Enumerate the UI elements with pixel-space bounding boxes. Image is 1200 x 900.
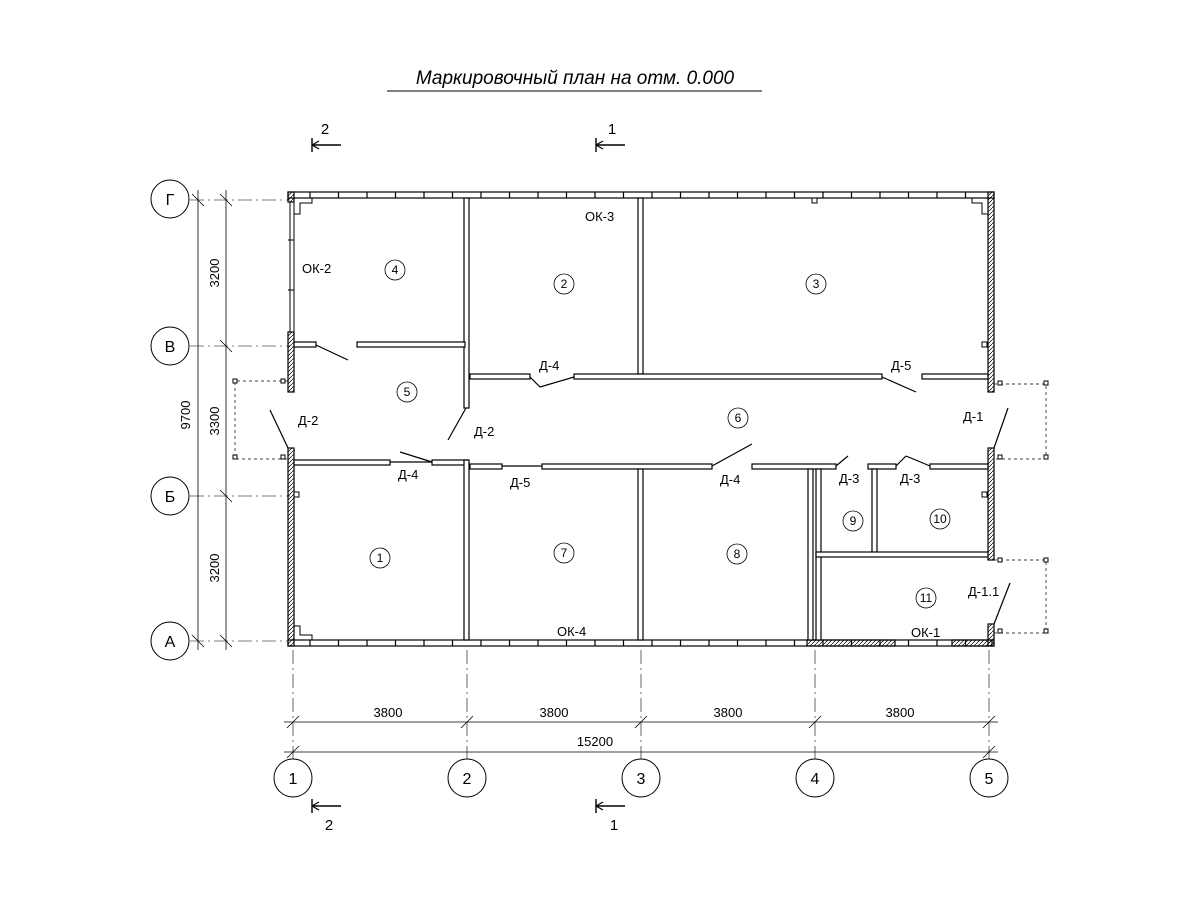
window-label-ok3: ОК-3 [585,209,614,224]
dim-span-y-1: 3200 [207,259,222,288]
room-number-9: 9 [850,514,857,528]
dim-overall-y: 9700 [178,401,193,430]
door-label-d4-right: Д-4 [720,472,740,487]
axis-bubble-1: 1 [273,758,313,798]
svg-text:2: 2 [463,771,472,788]
door-label-d2-left: Д-2 [298,413,318,428]
entrance-stoops [234,380,1047,634]
svg-text:В: В [165,339,176,356]
dim-bay-3: 3800 [714,705,743,720]
door-label-d4-upper: Д-4 [539,358,559,373]
svg-text:2: 2 [321,121,329,138]
dim-bay-4: 3800 [886,705,915,720]
section-mark-1-bottom: 1 [595,799,625,834]
axis-bubble-A: А [150,621,190,661]
svg-text:Г: Г [166,192,175,209]
plan-title: Маркировочный план на отм. 0.000 [416,68,735,89]
section-mark-1-top: 1 [595,121,625,152]
section-mark-2-top: 2 [311,121,341,152]
svg-text:2: 2 [325,817,333,834]
room-number-8: 8 [734,547,741,561]
horizontal-dimension-chain [284,715,998,759]
window-ok2-left [288,202,295,332]
window-label-ok2: ОК-2 [302,261,331,276]
room-number-10: 10 [933,512,947,526]
door-label-d2-center: Д-2 [474,424,494,439]
axis-bubble-4: 4 [795,758,835,798]
axis-bubble-G: Г [150,179,190,219]
window-label-ok4: ОК-4 [557,624,586,639]
svg-text:3: 3 [637,771,646,788]
axis-bubble-V: В [150,326,190,366]
dim-bay-1: 3800 [374,705,403,720]
room-number-5: 5 [404,385,411,399]
svg-text:1: 1 [608,121,616,138]
door-label-d3-room10: Д-3 [900,471,920,486]
svg-text:4: 4 [811,771,820,788]
room-number-4: 4 [392,263,399,277]
axis-bubble-B: Б [150,476,190,516]
window-label-ok1: ОК-1 [911,625,940,640]
room-numbers: 1 2 3 4 5 6 7 8 9 10 11 [377,263,947,605]
room-number-7: 7 [561,546,568,560]
room-number-2: 2 [561,277,568,291]
door-label-d1-1: Д-1.1 [968,584,999,599]
door-label-d5-upper: Д-5 [891,358,911,373]
stoop-posts [232,197,1049,634]
svg-text:Б: Б [165,489,176,506]
grid-lines [190,199,990,760]
room-number-11: 11 [920,591,933,605]
interior-walls [293,197,989,641]
dim-span-y-3: 3200 [207,554,222,583]
door-label-d3-room9: Д-3 [839,471,859,486]
room-markers [369,259,951,609]
dim-span-y-2: 3300 [207,407,222,436]
room-number-3: 3 [813,277,820,291]
dim-overall-x: 15200 [577,734,613,749]
room-number-1: 1 [377,551,384,565]
svg-text:1: 1 [610,817,618,834]
svg-text:А: А [165,634,176,651]
axis-bubble-3: 3 [621,758,661,798]
axis-bubble-5: 5 [969,758,1009,798]
vertical-dimension-chain [191,190,233,650]
section-mark-2-bottom: 2 [311,799,341,834]
wall-ticks [309,192,967,646]
svg-text:5: 5 [985,771,994,788]
door-swings [269,344,1011,625]
svg-text:1: 1 [289,771,298,788]
dim-bay-2: 3800 [540,705,569,720]
axis-bubble-2: 2 [447,758,487,798]
door-label-d1: Д-1 [963,409,983,424]
corner-details [294,197,988,641]
door-label-d4-left: Д-4 [398,467,418,482]
room-number-6: 6 [735,411,742,425]
door-label-d5-lower: Д-5 [510,475,530,490]
